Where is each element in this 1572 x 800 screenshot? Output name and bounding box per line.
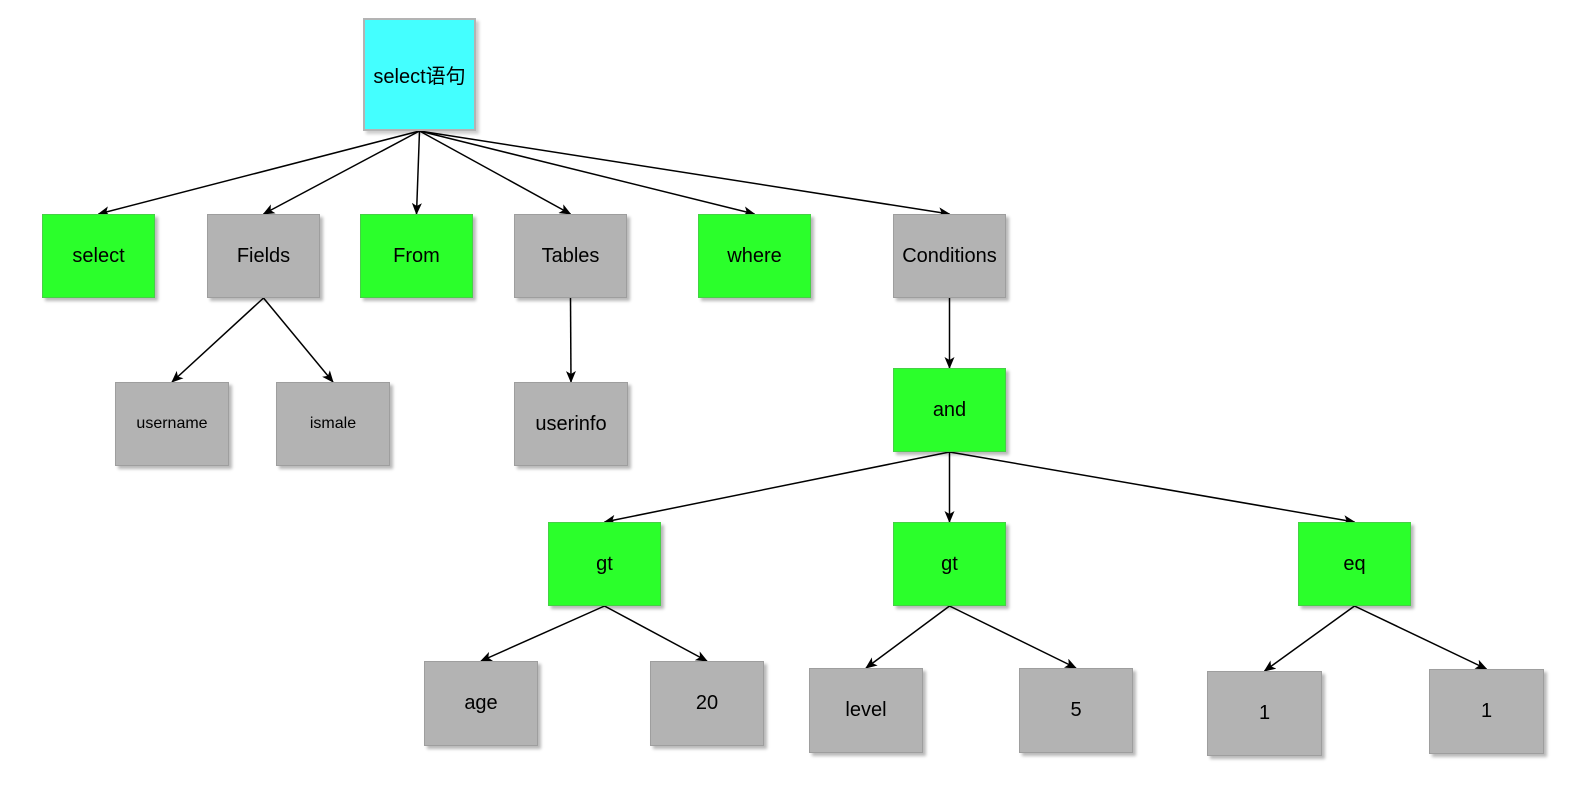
node-label: select (72, 244, 125, 267)
node-username: username (115, 382, 229, 466)
edge-fields-to-username (171, 297, 265, 383)
edge-root-to-where (419, 130, 756, 217)
edge-gt2-to-level (865, 605, 950, 669)
node-select: select (42, 214, 155, 298)
edge-tables-to-userinfo (565, 297, 576, 383)
edge-gt1-to-n20 (604, 605, 708, 662)
node-label: From (393, 244, 440, 267)
node-label: where (727, 244, 782, 267)
node-where: where (698, 214, 811, 298)
node-ismale: ismale (276, 382, 390, 466)
edge-and-to-eq (949, 451, 1356, 526)
node-level: level (809, 668, 923, 753)
node-label: Tables (541, 244, 600, 267)
node-label: Fields (236, 244, 291, 267)
node-1-right: 1 (1429, 669, 1544, 754)
node-label: username (136, 415, 208, 432)
node-label: level (845, 699, 887, 721)
node-and: and (893, 368, 1006, 452)
node-5: 5 (1019, 668, 1133, 753)
edge-eq-to-one_b (1354, 605, 1488, 670)
node-label: userinfo (535, 412, 607, 435)
edge-and-to-gt1 (603, 451, 950, 525)
edge-fields-to-ismale (262, 297, 334, 383)
node-label: eq (1343, 552, 1366, 575)
edge-root-to-tables (419, 130, 572, 215)
node-userinfo: userinfo (514, 382, 628, 466)
edge-eq-to-one_a (1263, 605, 1355, 672)
edge-gt1-to-age (480, 605, 605, 662)
node-label: Conditions (902, 244, 997, 267)
node-label: 20 (695, 692, 719, 714)
edge-root-to-from (411, 130, 422, 215)
node-label: and (932, 398, 967, 421)
node-gt-level: gt (893, 522, 1006, 606)
node-label: ismale (309, 415, 357, 432)
node-tables: Tables (514, 214, 627, 298)
node-label: 1 (1258, 702, 1271, 724)
node-20: 20 (650, 661, 764, 746)
edge-gt2-to-n5 (949, 605, 1077, 669)
edge-root-to-fields (262, 130, 420, 215)
node-from: From (360, 214, 473, 298)
node-label: 1 (1480, 700, 1493, 722)
node-label: select语句 (373, 66, 466, 88)
node-label: age (464, 692, 498, 714)
node-gt-age: gt (548, 522, 661, 606)
node-age: age (424, 661, 538, 746)
node-label: gt (941, 552, 958, 575)
node-1-left: 1 (1207, 671, 1322, 756)
edge-root-to-conditions (419, 130, 951, 218)
node-label: gt (596, 552, 613, 575)
node-eq: eq (1298, 522, 1411, 606)
node-label: 5 (1070, 699, 1082, 721)
node-fields: Fields (207, 214, 320, 298)
edge-root-to-select (97, 130, 420, 217)
node-select-statement: select语句 (363, 18, 476, 131)
node-conditions: Conditions (893, 214, 1006, 298)
